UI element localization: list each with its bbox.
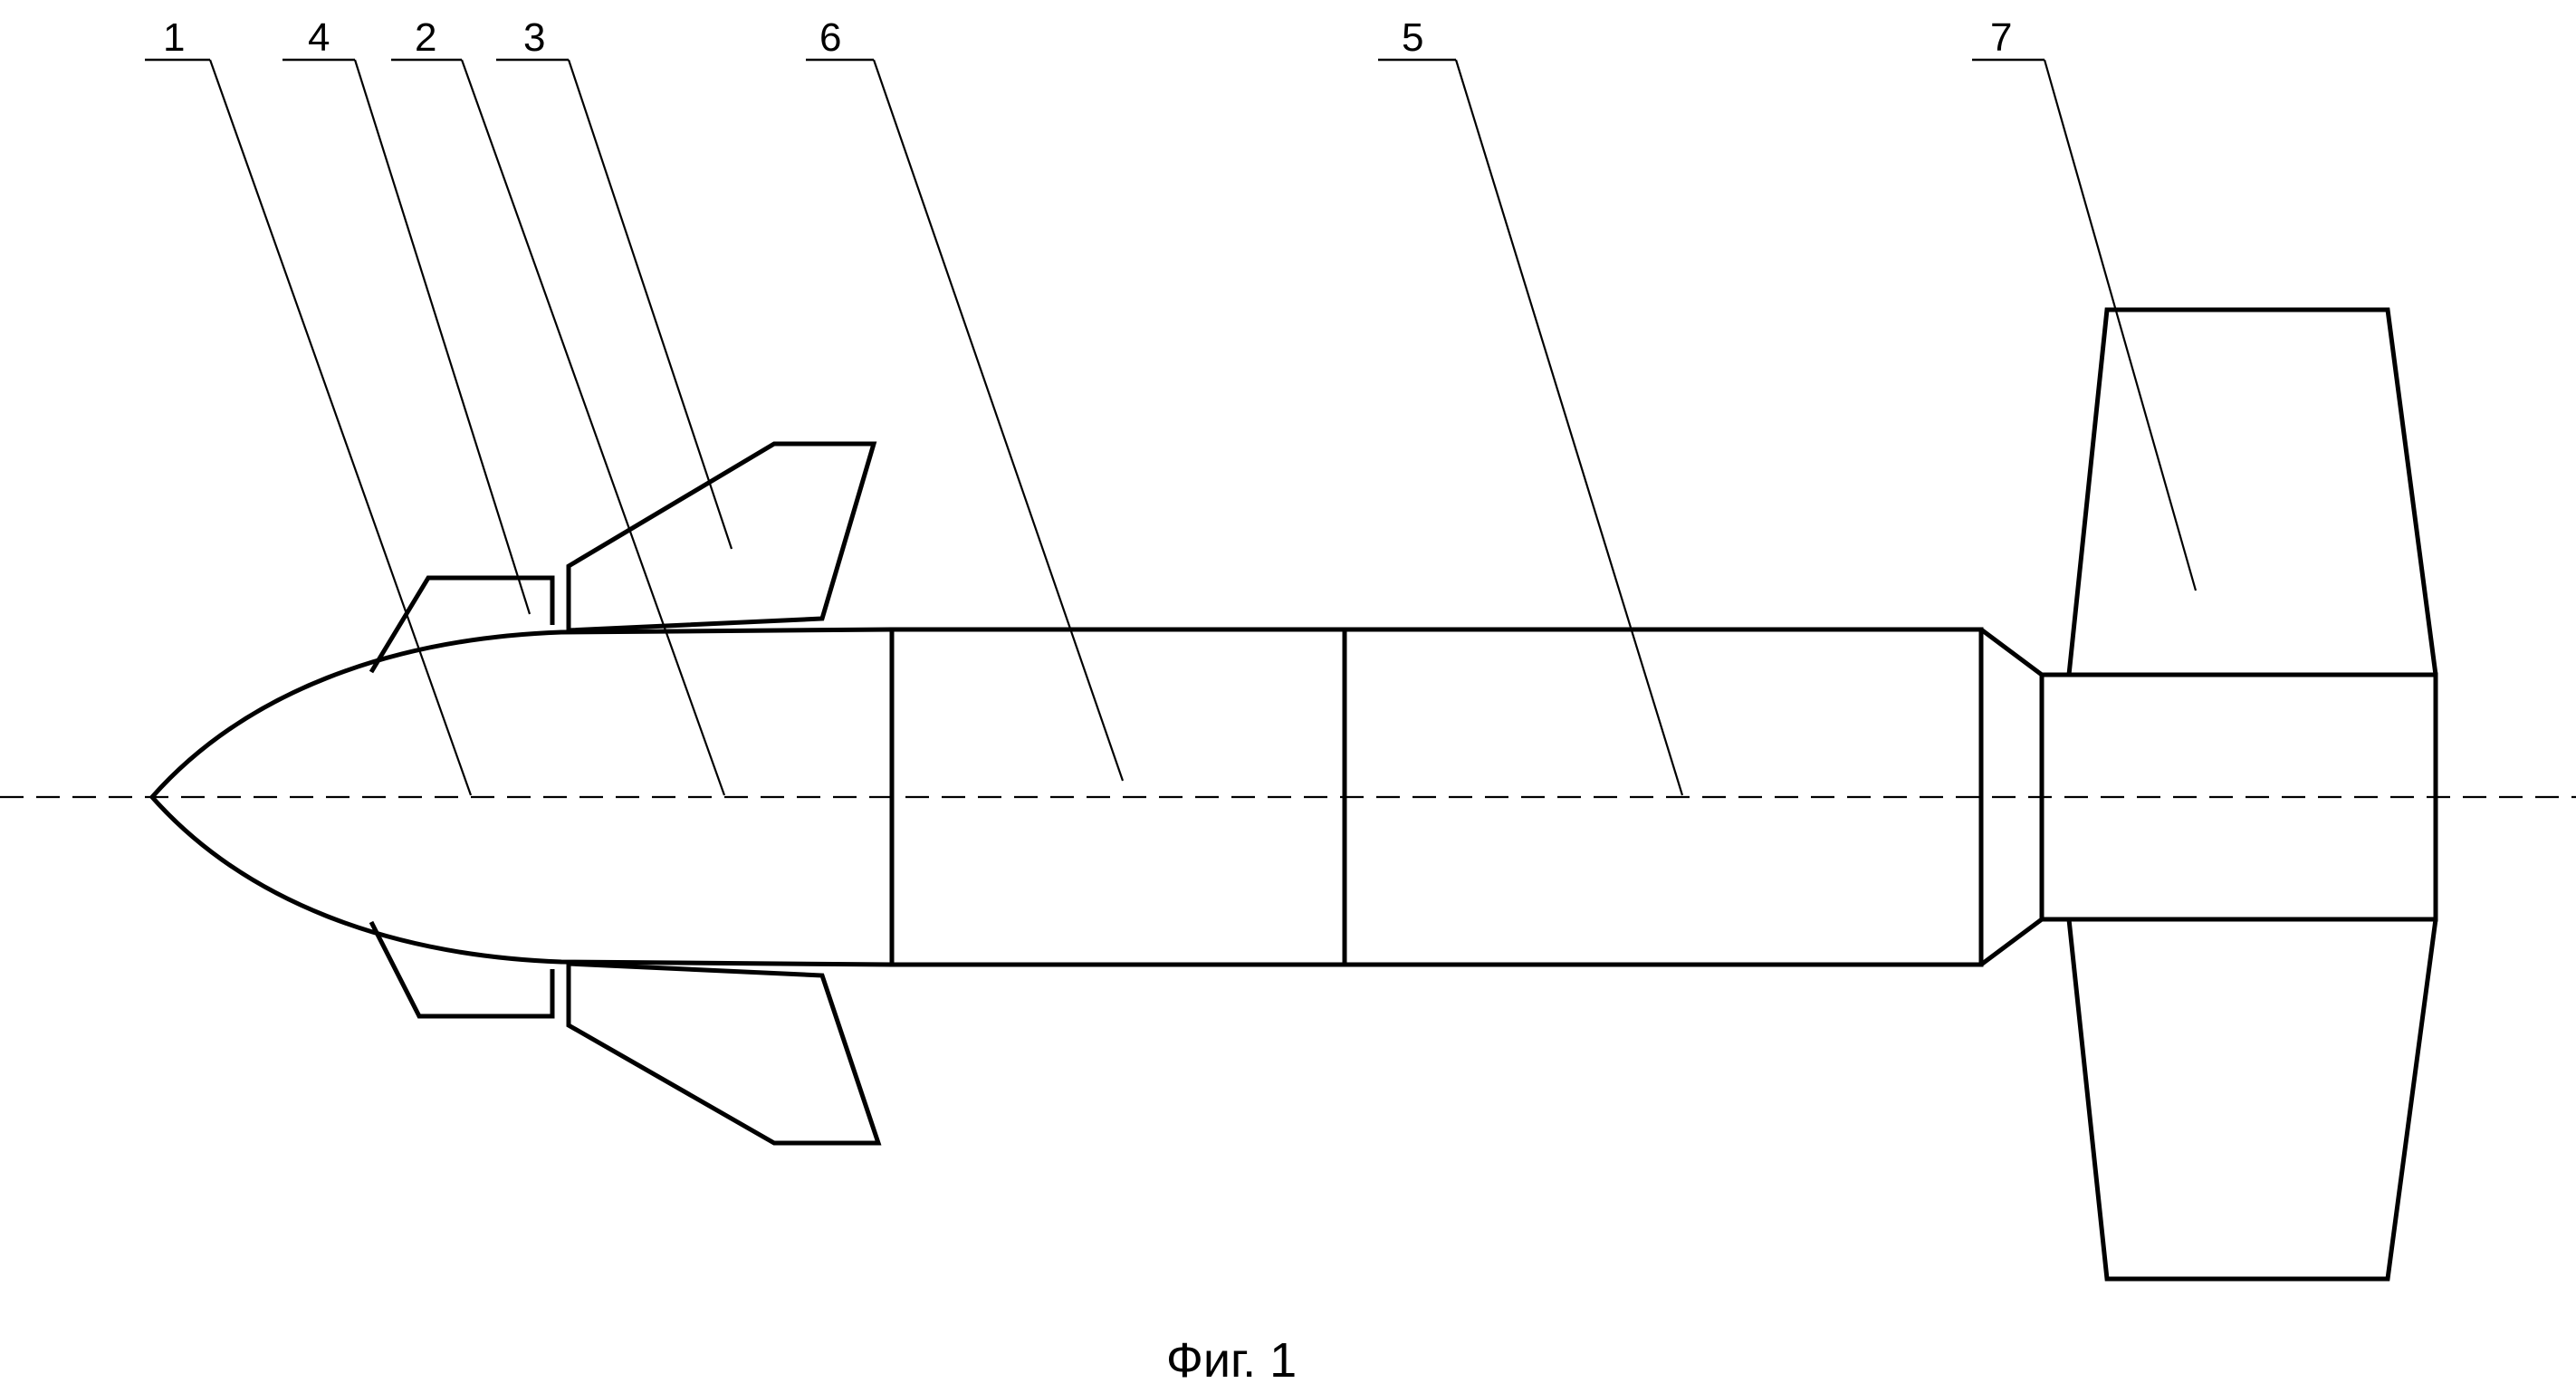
ref-label-7: 7 <box>1990 15 2012 60</box>
body-compartment-5 <box>1345 627 1984 967</box>
rudder-lower <box>566 961 882 1146</box>
leader-line-2 <box>460 59 726 796</box>
ref-label-3: 3 <box>523 15 545 60</box>
rudder-upper <box>566 441 877 633</box>
tail-fin-lower <box>2066 918 2438 1282</box>
canard-lower <box>369 920 555 1019</box>
ref-label-5: 5 <box>1402 15 1423 60</box>
ref-label-1: 1 <box>163 15 185 60</box>
ref-label-4: 4 <box>308 15 330 60</box>
figure-caption: Фиг. 1 <box>1166 1333 1297 1388</box>
canard-upper <box>369 575 555 674</box>
leader-line-7 <box>2043 59 2198 591</box>
ref-label-6: 6 <box>819 15 841 60</box>
tail-fin-upper <box>2066 307 2438 676</box>
leader-line-6 <box>872 59 1125 782</box>
leader-line-5 <box>1454 59 1684 796</box>
leader-line-4 <box>353 59 531 615</box>
leader-line-3 <box>567 59 733 550</box>
leader-line-1 <box>208 59 473 796</box>
ref-label-2: 2 <box>415 15 436 60</box>
